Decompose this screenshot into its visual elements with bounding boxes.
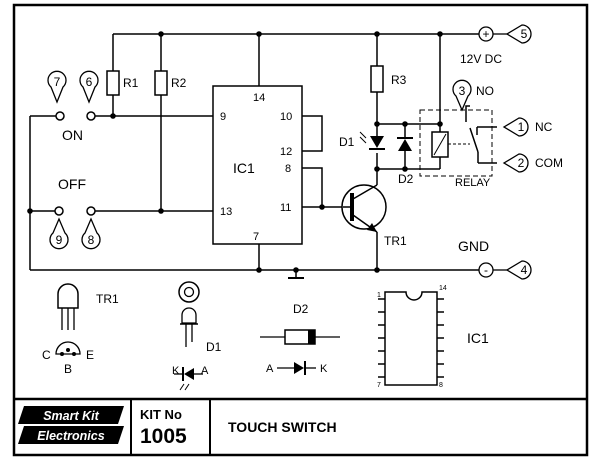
ic1-pin-10: 10	[280, 111, 292, 123]
legend-d1-label: D1	[206, 340, 222, 354]
terminal-6-label: 6	[86, 75, 93, 89]
terminal-1: 1 NC	[502, 117, 553, 137]
kit-number: 1005	[140, 425, 187, 448]
legend-tr1-b: B	[64, 362, 72, 376]
terminal-1-label: 1	[518, 120, 525, 134]
legend-tr1-e: E	[86, 348, 94, 362]
off-label: OFF	[58, 176, 86, 192]
frame	[12, 3, 589, 457]
legend-d2-k: K	[320, 363, 328, 375]
legend-tr1-label: TR1	[96, 292, 119, 306]
tr1-label: TR1	[384, 234, 407, 248]
legend-ic1-pin7: 7	[377, 382, 381, 389]
ic1-pin-7: 7	[253, 231, 259, 243]
terminal-9: 9	[49, 217, 69, 250]
ic1-pin-11: 11	[280, 202, 291, 214]
transistor-tr1: TR1	[341, 184, 407, 248]
terminal-4-label: 4	[521, 263, 528, 277]
terminal-8: 8	[81, 217, 101, 250]
legend-ic1: 1 14 7 8 IC1	[377, 285, 489, 389]
terminal-7-label: 7	[54, 75, 61, 89]
resistor-r3: R3	[370, 65, 407, 93]
r3-label: R3	[391, 73, 407, 87]
legend-d1-k: K	[172, 365, 180, 377]
nc-label: NC	[535, 120, 553, 134]
legend-ic1-pin8: 8	[439, 382, 443, 389]
kit-label: KIT No	[140, 407, 182, 422]
ic1-pin-9: 9	[220, 111, 226, 123]
ic1-pin-8: 8	[285, 163, 291, 175]
gnd-label: GND	[458, 238, 489, 254]
legend-d1: D1 K A	[172, 281, 222, 391]
legend-ic1-pin1: 1	[377, 292, 381, 299]
terminal-2: 2 COM	[502, 153, 563, 173]
legend-ic1-pin14: 14	[439, 285, 447, 292]
terminal-8-label: 8	[88, 233, 95, 247]
ic1-pin-13: 13	[220, 206, 232, 218]
r2-label: R2	[171, 76, 187, 90]
r1-label: R1	[123, 76, 139, 90]
legend-tr1: TR1 C E B	[42, 283, 119, 376]
legend-d2: D2 A K	[260, 302, 340, 375]
terminal-2-label: 2	[518, 156, 525, 170]
legend-d2-a: A	[266, 363, 274, 375]
no-label: NO	[476, 84, 494, 98]
legend-d2-label: D2	[293, 302, 309, 316]
ic1-pin-12: 12	[280, 146, 292, 158]
ic1-pin-14: 14	[253, 92, 265, 104]
junction-dots	[27, 31, 443, 273]
resistor-r2: R2	[154, 70, 187, 96]
com-label: COM	[535, 156, 563, 170]
minus-sign: -	[484, 263, 488, 277]
terminal-4: 4 - GND	[458, 238, 532, 280]
relay: RELAY	[419, 109, 493, 189]
terminal-5-label: 5	[521, 27, 528, 41]
d2-label: D2	[398, 172, 414, 186]
terminal-9-label: 9	[56, 233, 63, 247]
title-block: Smart Kit Electronics KIT No 1005 TOUCH …	[18, 406, 337, 448]
supply-label: 12V DC	[460, 52, 502, 66]
resistor-r1: R1	[106, 70, 139, 96]
legend-tr1-c: C	[42, 348, 51, 362]
d1-label: D1	[339, 135, 355, 149]
terminal-3-label: 3	[459, 84, 466, 98]
terminal-3: 3 NO	[452, 79, 494, 112]
ic1-label: IC1	[233, 160, 255, 176]
touch-pads-off: OFF	[54, 176, 96, 216]
plus-sign: +	[482, 27, 489, 41]
terminal-5: 5 + 12V DC	[460, 24, 532, 66]
terminal-6: 6	[79, 70, 99, 104]
led-d1: D1	[339, 131, 385, 150]
logo-line-2: Electronics	[37, 429, 104, 443]
touch-pads-on: ON	[30, 111, 96, 143]
on-label: ON	[62, 127, 83, 143]
logo-line-1: Smart Kit	[43, 409, 99, 423]
kit-name: TOUCH SWITCH	[228, 419, 337, 435]
ic1: IC1 14 9 10 12 8 13 11 7	[212, 85, 303, 245]
legend-d1-a: A	[201, 365, 209, 377]
legend-ic1-label: IC1	[467, 330, 489, 346]
relay-label: RELAY	[455, 177, 491, 189]
diode-d2: D2	[397, 137, 414, 186]
terminal-7: 7	[47, 70, 67, 104]
logo: Smart Kit Electronics	[18, 406, 124, 444]
